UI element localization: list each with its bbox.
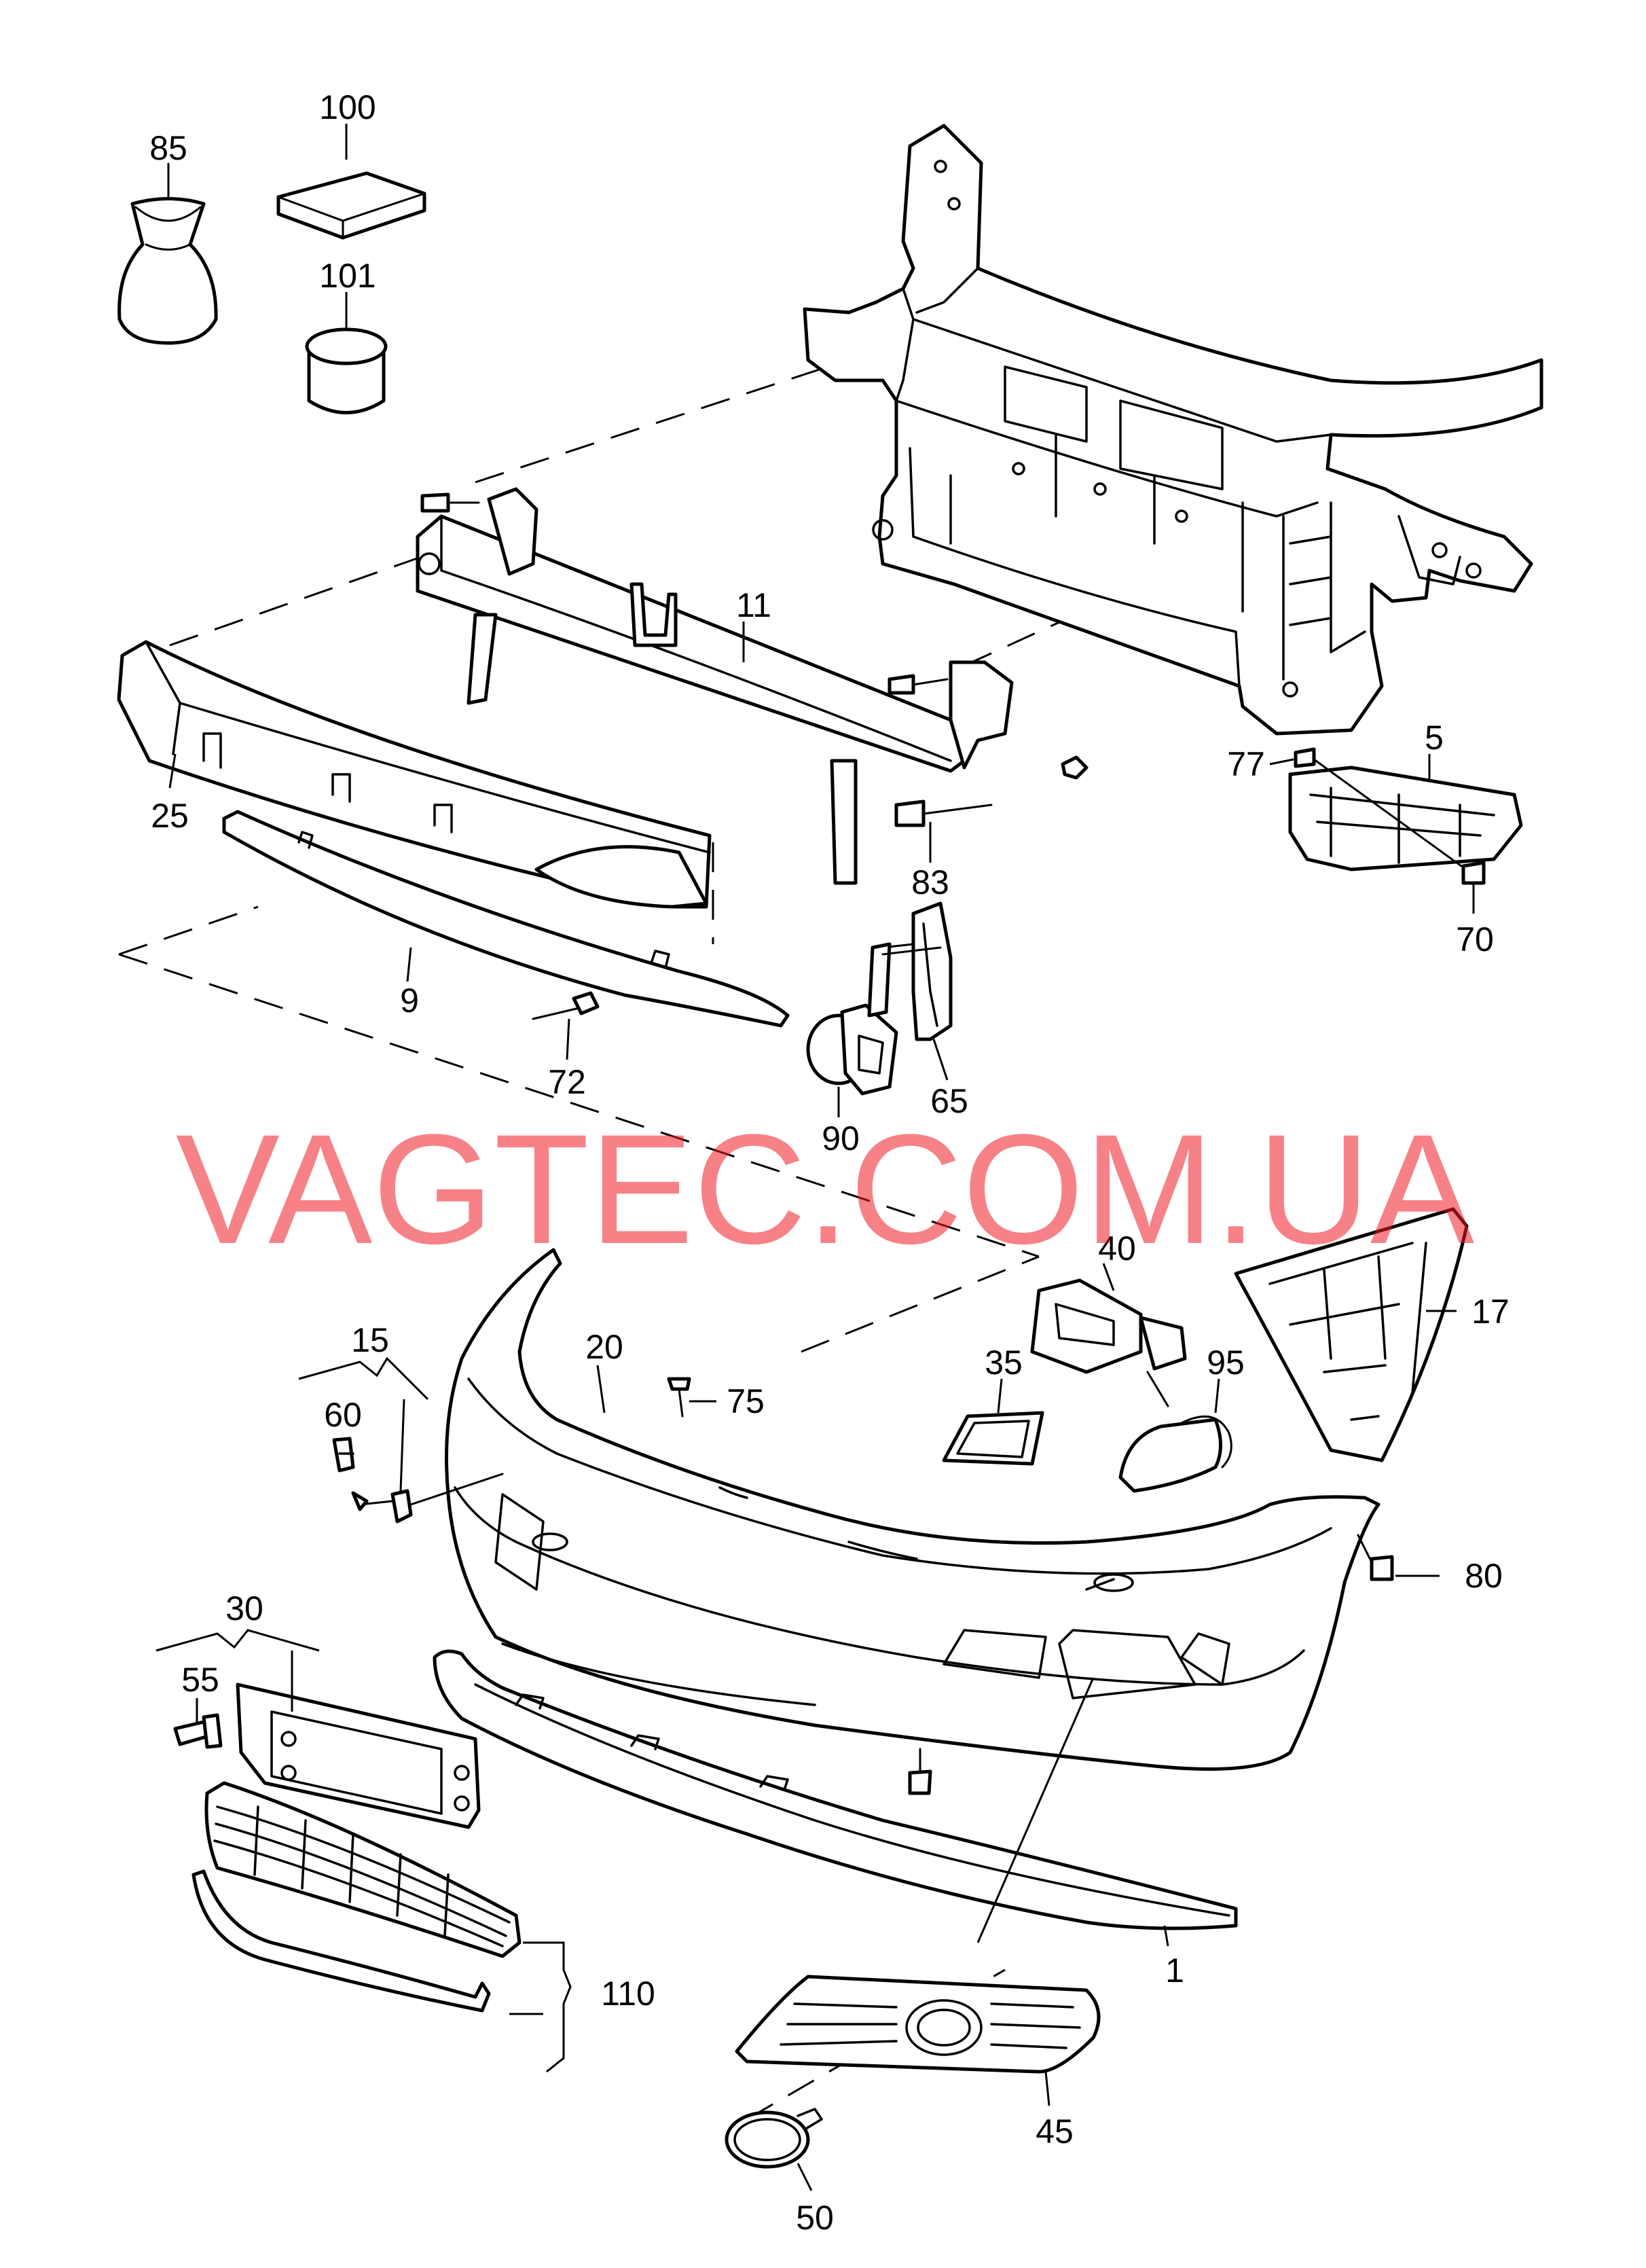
part-85-grease-bag <box>117 197 218 345</box>
part-65-horn-bracket <box>881 901 953 1041</box>
callout-15: 15 <box>351 1321 389 1359</box>
part-9-absorber-strip <box>222 810 790 1028</box>
callout-85: 85 <box>149 129 187 167</box>
callout-75: 75 <box>727 1382 765 1420</box>
part-40-washer-unit <box>1030 1278 1187 1407</box>
callout-65: 65 <box>930 1082 968 1120</box>
callout-25: 25 <box>151 797 189 835</box>
callout-110: 110 <box>601 1975 655 2013</box>
callout-83: 83 <box>911 863 949 901</box>
callout-60: 60 <box>324 1396 362 1434</box>
callout-70: 70 <box>1456 920 1494 958</box>
callout-80: 80 <box>1465 1557 1503 1595</box>
part-101-cap <box>305 327 388 414</box>
part-35-washer-cap <box>942 1411 1044 1466</box>
part-17-guide-bracket <box>1234 1207 1469 1462</box>
part-11-bumper-carrier <box>416 487 1014 885</box>
part-50-trim-ring <box>725 2108 823 2169</box>
callout-72: 72 <box>548 1063 586 1101</box>
lock-carrier <box>803 124 1543 736</box>
callout-9: 9 <box>400 982 419 1020</box>
part-5-bracket <box>1288 747 1523 885</box>
screws <box>667 1377 1394 1795</box>
part-30-license-plate-bracket <box>236 1682 481 1829</box>
leader-lines <box>156 124 1475 2191</box>
callout-1: 1 <box>1165 1951 1184 1990</box>
callout-100: 100 <box>319 88 376 126</box>
callouts: 85 100 101 11 25 9 72 83 90 65 77 5 70 4… <box>149 88 1510 2237</box>
callout-5: 5 <box>1425 719 1444 757</box>
callout-95: 95 <box>1207 1344 1245 1382</box>
callout-40: 40 <box>1098 1229 1136 1267</box>
part-95-washer-cover <box>1118 1415 1232 1493</box>
callout-11: 11 <box>736 586 771 624</box>
part-60-clip <box>332 1437 355 1473</box>
watermark: VAGTEC.COM.UA <box>176 1102 1475 1276</box>
part-1-spoiler <box>433 1649 1238 1930</box>
callout-45: 45 <box>1036 2112 1074 2150</box>
part-25-energy-absorber <box>117 640 712 909</box>
part-20-bumper-cover <box>445 1248 1380 1771</box>
callout-55: 55 <box>181 1661 219 1699</box>
callout-17: 17 <box>1471 1293 1510 1331</box>
callout-20: 20 <box>585 1328 623 1366</box>
callout-90: 90 <box>822 1119 860 1157</box>
callout-35: 35 <box>985 1344 1023 1382</box>
part-55-rivet <box>173 1713 223 1749</box>
callout-30: 30 <box>225 1589 263 1627</box>
callout-50: 50 <box>796 2199 834 2237</box>
part-100-pad <box>276 171 426 240</box>
callout-77: 77 <box>1227 745 1265 783</box>
part-15-tow-cap <box>351 1473 504 1524</box>
part-110-grille <box>191 1781 522 2013</box>
fasteners-upper <box>420 492 1089 1020</box>
part-90-horn <box>806 942 942 1096</box>
part-45-fog-grille <box>735 1975 1101 2074</box>
callout-101: 101 <box>319 257 376 295</box>
